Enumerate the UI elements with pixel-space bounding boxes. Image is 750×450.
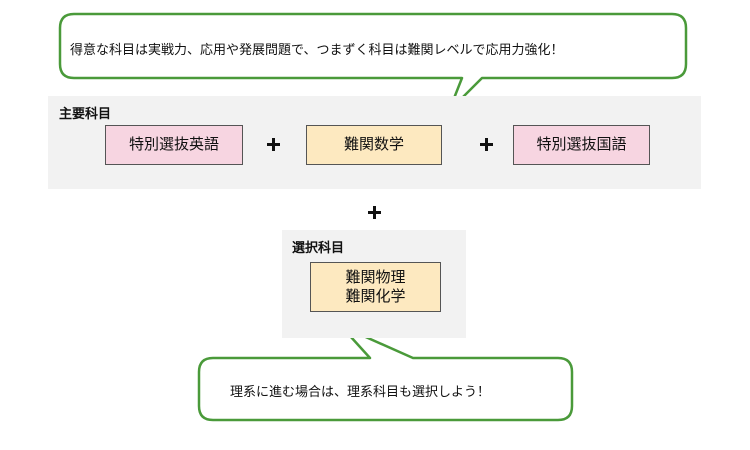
plus-icon	[267, 138, 280, 151]
elective-subjects-title: 選択科目	[292, 241, 345, 256]
subject-label: 特別選抜英語	[128, 135, 219, 154]
subject-label: 特別選抜国語	[536, 135, 627, 154]
top-callout-text: 得意な科目は実戦力、応用や発展問題で、つまずく科目は難関レベルで応用力強化！	[70, 43, 564, 58]
plus-icon	[368, 206, 381, 219]
main-subjects-title: 主要科目	[59, 107, 112, 122]
subject-box-science: 難関物理 難関化学	[310, 262, 441, 312]
subject-label-physics: 難関物理	[345, 267, 406, 286]
plus-icon	[480, 138, 493, 151]
subject-label: 難関数学	[343, 135, 404, 154]
subject-box-english: 特別選抜英語	[105, 125, 243, 165]
subject-box-math: 難関数学	[306, 125, 442, 165]
bottom-callout-bubble	[197, 324, 574, 422]
bottom-callout-text: 理系に進む場合は、理系科目も選択しよう！	[230, 385, 491, 400]
subject-box-japanese: 特別選抜国語	[513, 125, 650, 165]
top-callout-bubble	[58, 12, 688, 113]
subject-label-chemistry: 難関化学	[345, 287, 406, 305]
